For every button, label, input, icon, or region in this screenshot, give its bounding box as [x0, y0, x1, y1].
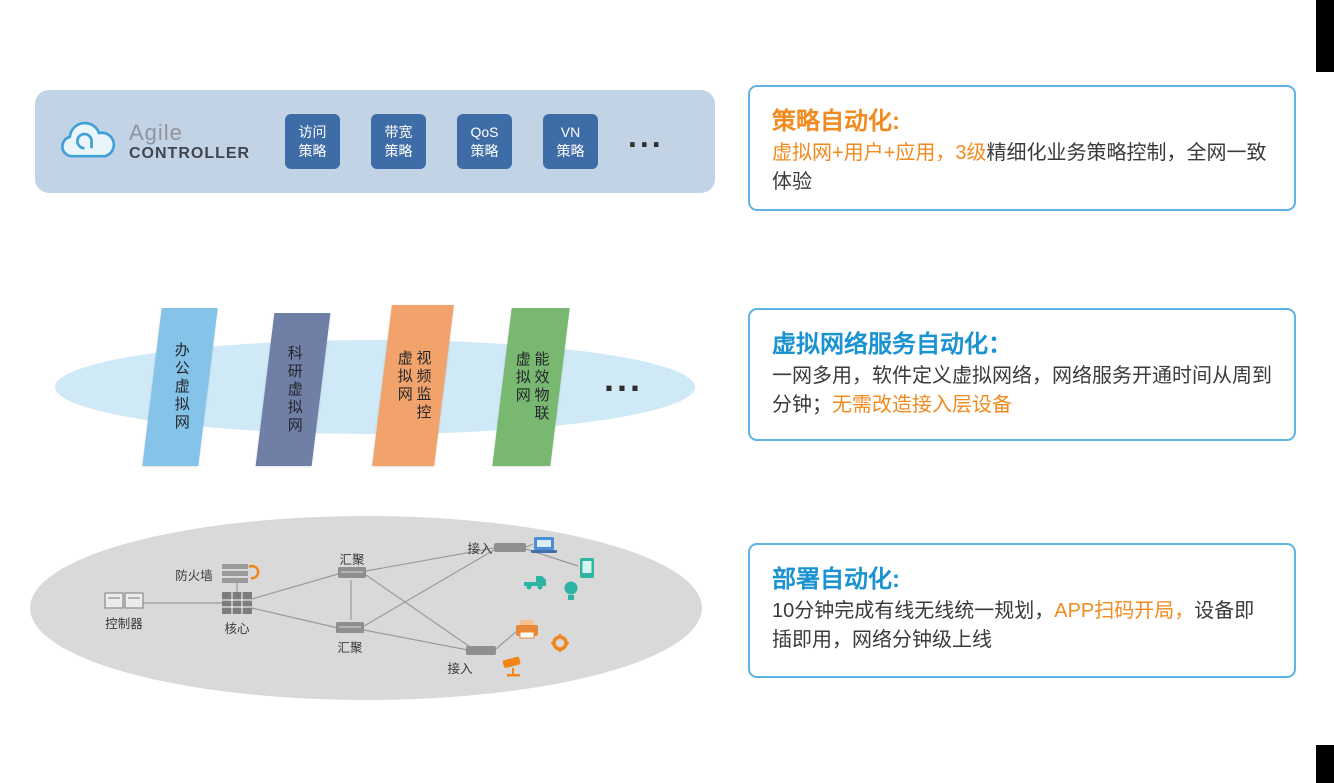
vn-card-video-surveillance: 视频监控 虚拟网 [372, 305, 454, 466]
callout-deploy-title: 部署自动化: [772, 566, 900, 593]
access-bottom-label: 接入 [447, 661, 473, 676]
controller-label: 控制器 [105, 617, 143, 631]
callout-policy-automation: 策略自动化: 虚拟网+用户+应用，3级精细化业务策略控制，全网一致体验 [748, 85, 1296, 211]
access-top-label: 接入 [467, 541, 493, 556]
core-node: 核心 [222, 592, 252, 636]
vn-card-energy-label: 能效物联 虚拟网 [514, 351, 550, 423]
vn-card-video-label: 视频监控 虚拟网 [396, 349, 432, 422]
access-top-node: 接入 [467, 541, 526, 556]
agg-top-label: 汇聚 [339, 553, 365, 567]
callout-vn-highlight: 无需改造接入层设备 [832, 394, 1012, 416]
tablet-icon [580, 558, 594, 578]
screen-edge-strip-bottom [1316, 745, 1334, 783]
callout-policy-highlight: 虚拟网+用户+应用，3级 [772, 142, 987, 164]
logo-controller-text: CONTROLLER [129, 144, 251, 162]
callout-deploy-lead: 10分钟完成有线无线统一规划， [772, 600, 1055, 622]
gear-icon [551, 634, 569, 652]
callout-vn-lead: 一网多用，软件定义虚拟网络，网络服务开通时间从周到分钟； [772, 365, 1272, 416]
vn-ellipsis: ... [604, 358, 644, 399]
firewall-node: 防火墙 [175, 564, 260, 583]
callout-vn-title: 虚拟网络服务自动化： [772, 331, 1012, 358]
callout-deploy-body: 10分钟完成有线无线统一规划，APP扫码开局，设备即插即用，网络分钟级上线 [772, 597, 1272, 655]
vn-card-energy-iot: 能效物联 虚拟网 [492, 308, 570, 466]
callout-policy-title: 策略自动化: [772, 108, 900, 135]
truck-icon [524, 576, 546, 590]
policy-chip-bandwidth: 带宽 策略 [371, 114, 426, 169]
agile-controller-logo: Agile CONTROLLER [57, 120, 285, 164]
policy-chip-qos: QoS 策略 [457, 114, 512, 169]
controller-ellipsis: ... [628, 118, 664, 154]
policy-chip-access: 访问 策略 [285, 114, 340, 169]
callout-deployment-automation: 部署自动化: 10分钟完成有线无线统一规划，APP扫码开局，设备即插即用，网络分… [748, 543, 1296, 678]
controller-bar: Agile CONTROLLER 访问 策略 带宽 策略 QoS 策略 VN 策… [35, 90, 715, 193]
logo-agile-text: Agile [129, 119, 183, 145]
vn-card-research-label: 科研虚拟网 [285, 344, 303, 435]
printer-icon [516, 620, 538, 639]
vn-card-research: 科研虚拟网 [255, 313, 331, 466]
laptop-icon [531, 537, 557, 553]
callout-vn-body: 一网多用，软件定义虚拟网络，网络服务开通时间从周到分钟；无需改造接入层设备 [772, 362, 1272, 420]
callout-deploy-highlight: APP扫码开局， [1054, 600, 1195, 622]
callout-deploy-tail: 设备即插即用，网络分钟级上线 [772, 600, 1255, 651]
callout-vn-service-automation: 虚拟网络服务自动化： 一网多用，软件定义虚拟网络，网络服务开通时间从周到分钟；无… [748, 308, 1296, 441]
callout-policy-rest: 精细化业务策略控制，全网一致体验 [772, 142, 1267, 193]
access-bottom-node: 接入 [447, 646, 496, 676]
policy-chip-vn: VN 策略 [543, 114, 598, 169]
screen-edge-strip-top [1316, 0, 1334, 72]
controller-node: 控制器 [104, 592, 144, 631]
agg-bottom-label: 汇聚 [337, 641, 363, 655]
topology-links [143, 543, 579, 652]
core-label: 核心 [224, 622, 250, 636]
vn-card-office: 办公虚拟网 [142, 308, 218, 466]
aggregation-top-node: 汇聚 [338, 553, 366, 578]
vn-card-office-label: 办公虚拟网 [172, 342, 190, 432]
firewall-label: 防火墙 [175, 568, 213, 583]
cloud-icon [61, 121, 116, 157]
bulb-icon [564, 581, 578, 600]
aggregation-bottom-node: 汇聚 [336, 622, 364, 655]
callout-policy-body: 虚拟网+用户+应用，3级精细化业务策略控制，全网一致体验 [772, 139, 1272, 197]
topology-svg: 控制器 防火墙 核心 汇聚 汇聚 接入 接入 [104, 537, 594, 677]
firewall-icon [222, 564, 260, 583]
policy-chip-group: 访问 策略 带宽 策略 QoS 策略 VN 策略 [285, 114, 598, 169]
cctv-camera-icon [502, 656, 521, 677]
